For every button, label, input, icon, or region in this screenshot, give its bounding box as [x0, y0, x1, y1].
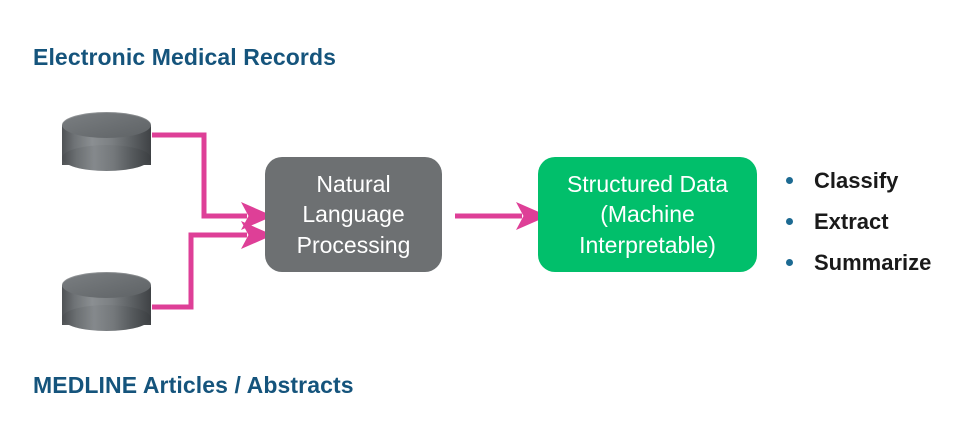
output-box-line-1: Structured Data — [566, 170, 729, 197]
output-box-label: Structured Data (Machine Interpretable) — [559, 169, 736, 261]
bullet-dot-icon — [786, 259, 793, 266]
process-box-line-3: Processing — [296, 231, 411, 258]
connector-medline-to-nlp — [152, 221, 273, 310]
list-item-label: Extract — [814, 208, 889, 234]
database-cylinder-icon-medline — [62, 272, 151, 333]
cylinder-top-ellipse — [62, 112, 151, 138]
list-item-label: Summarize — [814, 249, 932, 275]
process-box-natural-language-processing: Natural Language Processing — [265, 157, 442, 272]
cylinder-top-ellipse — [62, 272, 151, 298]
bullet-dot-icon — [786, 218, 793, 225]
cylinder-bottom-ellipse — [62, 145, 151, 171]
output-box-structured-data: Structured Data (Machine Interpretable) — [538, 157, 757, 272]
cylinder-bottom-ellipse — [62, 305, 151, 331]
list-item-summarize: Summarize — [786, 242, 972, 283]
heading-electronic-medical-records: Electronic Medical Records — [33, 44, 336, 70]
output-box-line-3: Interpretable) — [579, 231, 716, 258]
process-box-label: Natural Language Processing — [289, 169, 419, 261]
capabilities-list: Classify Extract Summarize — [786, 160, 972, 283]
heading-medline-articles: MEDLINE Articles / Abstracts — [33, 372, 354, 398]
list-item-label: Classify — [814, 167, 899, 193]
connector-emr-to-nlp — [152, 132, 273, 230]
list-item-extract: Extract — [786, 201, 972, 242]
output-box-line-2: (Machine — [600, 201, 695, 228]
bullet-dot-icon — [786, 177, 793, 184]
process-box-line-1: Natural — [316, 170, 391, 197]
list-item-classify: Classify — [786, 160, 972, 201]
process-box-line-2: Language — [302, 201, 405, 228]
database-cylinder-icon-emr — [62, 112, 151, 173]
